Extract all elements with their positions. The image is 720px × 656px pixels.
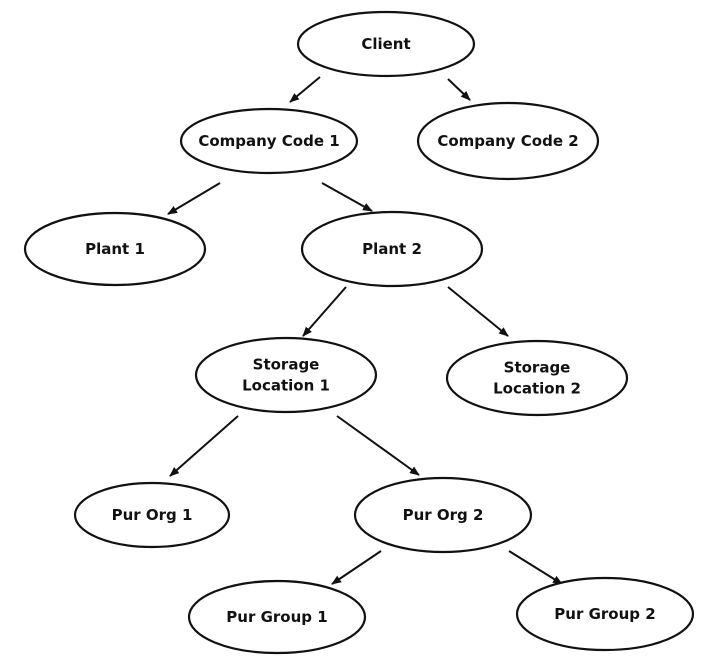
node-label: Storage (504, 359, 571, 377)
edge-pur-org-2-to-pur-group-2 (508, 550, 563, 585)
edge-plant-2-to-storage-location-2 (447, 286, 509, 337)
node-label: Pur Org 2 (403, 506, 484, 524)
edge-storage-location-1-to-pur-org-1 (169, 415, 239, 477)
edges-layer (167, 76, 563, 585)
node-label: Pur Group 1 (226, 608, 327, 626)
node-label: Company Code 1 (198, 132, 339, 150)
node-ellipse (353, 476, 533, 554)
node-label: Pur Group 2 (554, 605, 655, 623)
node-plant-2: Plant 2 (300, 210, 484, 288)
node-ellipse (73, 481, 231, 549)
node-label: Plant 2 (362, 240, 422, 258)
edge-client-to-company-code-2 (447, 78, 471, 101)
edge-plant-2-to-storage-location-1 (302, 286, 347, 337)
edge-company-code-1-to-plant-1 (167, 182, 221, 215)
node-pur-group-1: Pur Group 1 (187, 579, 367, 655)
node-label: Location 1 (242, 377, 330, 395)
node-company-code-2: Company Code 2 (416, 101, 600, 181)
node-ellipse (187, 579, 367, 655)
node-ellipse (296, 10, 476, 78)
node-label: Company Code 2 (437, 132, 578, 150)
edge-client-to-company-code-1 (289, 76, 321, 103)
node-label: Plant 1 (85, 240, 145, 258)
node-ellipse (416, 101, 600, 181)
edge-company-code-1-to-plant-2 (321, 182, 373, 212)
node-pur-org-2: Pur Org 2 (353, 476, 533, 554)
node-ellipse (179, 107, 359, 175)
node-ellipse (445, 339, 629, 417)
node-label: Pur Org 1 (112, 506, 193, 524)
node-ellipse (300, 210, 484, 288)
node-ellipse (515, 576, 695, 652)
node-ellipse (23, 211, 207, 287)
node-company-code-1: Company Code 1 (179, 107, 359, 175)
node-label: Location 2 (493, 380, 581, 398)
node-pur-org-1: Pur Org 1 (73, 481, 231, 549)
node-ellipse (194, 336, 378, 414)
node-pur-group-2: Pur Group 2 (515, 576, 695, 652)
node-plant-1: Plant 1 (23, 211, 207, 287)
node-label: Client (361, 35, 410, 53)
node-client: Client (296, 10, 476, 78)
edge-storage-location-1-to-pur-org-2 (336, 415, 420, 476)
node-label: Storage (253, 356, 320, 374)
edge-pur-org-2-to-pur-group-1 (331, 550, 382, 585)
